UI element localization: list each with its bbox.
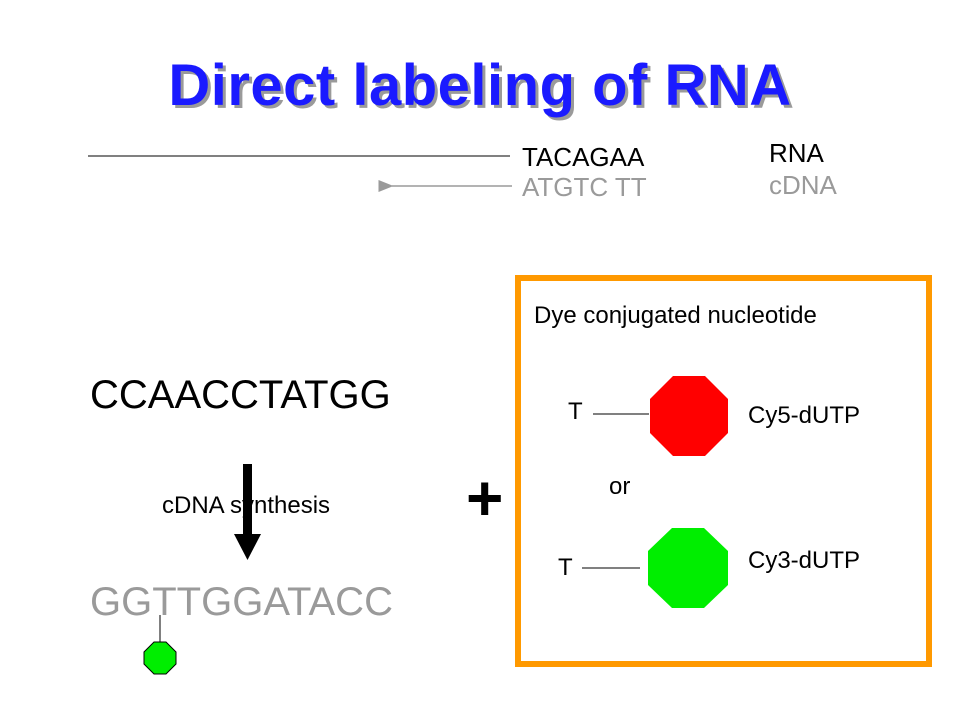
product-sequence: GGTTGGATACC	[90, 580, 393, 624]
synthesis-arrow-shaft	[243, 464, 252, 536]
dye2-name: Cy3-dUTP	[748, 547, 861, 574]
rna-label: RNA	[769, 138, 824, 168]
dye-box-heading: Dye conjugated nucleotide	[534, 302, 817, 329]
plus-sign: +	[466, 462, 504, 534]
cdna-label: cDNA	[769, 170, 837, 200]
product-dye-octagon	[143, 641, 177, 675]
dye1-octagon	[650, 376, 728, 456]
dye2-octagon	[648, 528, 728, 608]
dye1-name: Cy5-dUTP	[748, 402, 861, 429]
template-sequence: CCAACCTATGG	[90, 373, 391, 417]
synthesis-arrow-head	[234, 534, 261, 560]
cdna-sequence: ATGTC TT	[522, 172, 647, 202]
synthesis-label: cDNA synthesis	[162, 492, 331, 519]
dye1-base: T	[568, 398, 583, 425]
or-label: or	[609, 473, 631, 500]
page-title: Direct labeling of RNA	[168, 53, 792, 118]
rna-sequence: TACAGAA	[522, 142, 645, 172]
dye-box-border	[515, 275, 932, 667]
dye2-base: T	[558, 554, 573, 581]
